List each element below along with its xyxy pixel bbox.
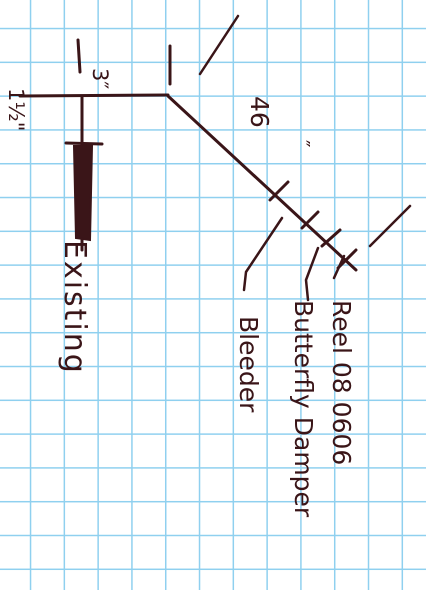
horizontal-pipe-line — [18, 93, 170, 98]
existing-pipe-end-tick — [64, 141, 104, 146]
bleeder-label: Bleeder — [234, 316, 263, 413]
diagonal-dimension-marks: ″ — [290, 140, 314, 148]
butterfly-damper-label: Butterfly Damper — [289, 300, 318, 518]
existing-pipe-hatch — [72, 145, 94, 242]
diagonal-dimension-label: 46 — [245, 96, 274, 128]
damper-leader — [304, 246, 320, 302]
top-dimension-label: 3″ — [88, 68, 112, 90]
diagonal-dimension-leader-top — [198, 14, 240, 76]
reel-label: Reel 08 0606 — [327, 300, 356, 466]
fitting-tick-2 — [300, 210, 320, 230]
reel-leader — [332, 254, 346, 280]
left-dimension-label: 1½" — [4, 88, 28, 132]
bleeder-leader — [242, 216, 284, 292]
diagonal-dimension-leader-bottom — [368, 204, 412, 248]
fitting-tick-3 — [320, 228, 342, 248]
horizontal-tick-left — [76, 38, 82, 74]
existing-label: Existing — [57, 240, 92, 375]
diagonal-pipe-line — [166, 94, 358, 272]
fitting-tick-1 — [268, 180, 290, 202]
